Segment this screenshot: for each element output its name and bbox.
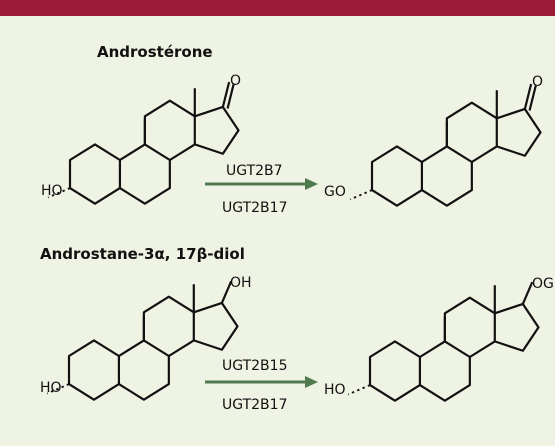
substrate2-ho-label: HO [40, 380, 62, 396]
androstanediol-glucuronide-structure [347, 281, 540, 402]
reaction1-arrowhead [305, 178, 318, 190]
top-accent-bar [0, 0, 555, 16]
reaction2-enzyme1: UGT2B15 [222, 358, 287, 374]
reaction1-title: Androstérone [97, 43, 213, 61]
androsterone-structure [47, 81, 240, 205]
reaction2-enzyme2: UGT2B17 [222, 397, 287, 413]
substrate1-ho-label: HO [41, 183, 63, 199]
product2-ho-label: HO [324, 382, 346, 398]
reaction2-arrowhead [305, 376, 318, 388]
reaction1-enzyme2: UGT2B17 [222, 200, 287, 216]
androsterone-glucuronide-structure [349, 83, 542, 207]
reaction1-enzyme1: UGT2B7 [226, 163, 283, 179]
reaction2-title: Androstane-3α, 17β-diol [40, 245, 245, 263]
androstanediol-structure [46, 280, 239, 401]
substrate2-oh-label: OH [230, 275, 252, 291]
product2-og-label: OG [532, 276, 554, 292]
product1-go-label: GO [324, 184, 346, 200]
product1-ketone-label: O [532, 74, 543, 90]
substrate1-ketone-label: O [230, 73, 241, 89]
